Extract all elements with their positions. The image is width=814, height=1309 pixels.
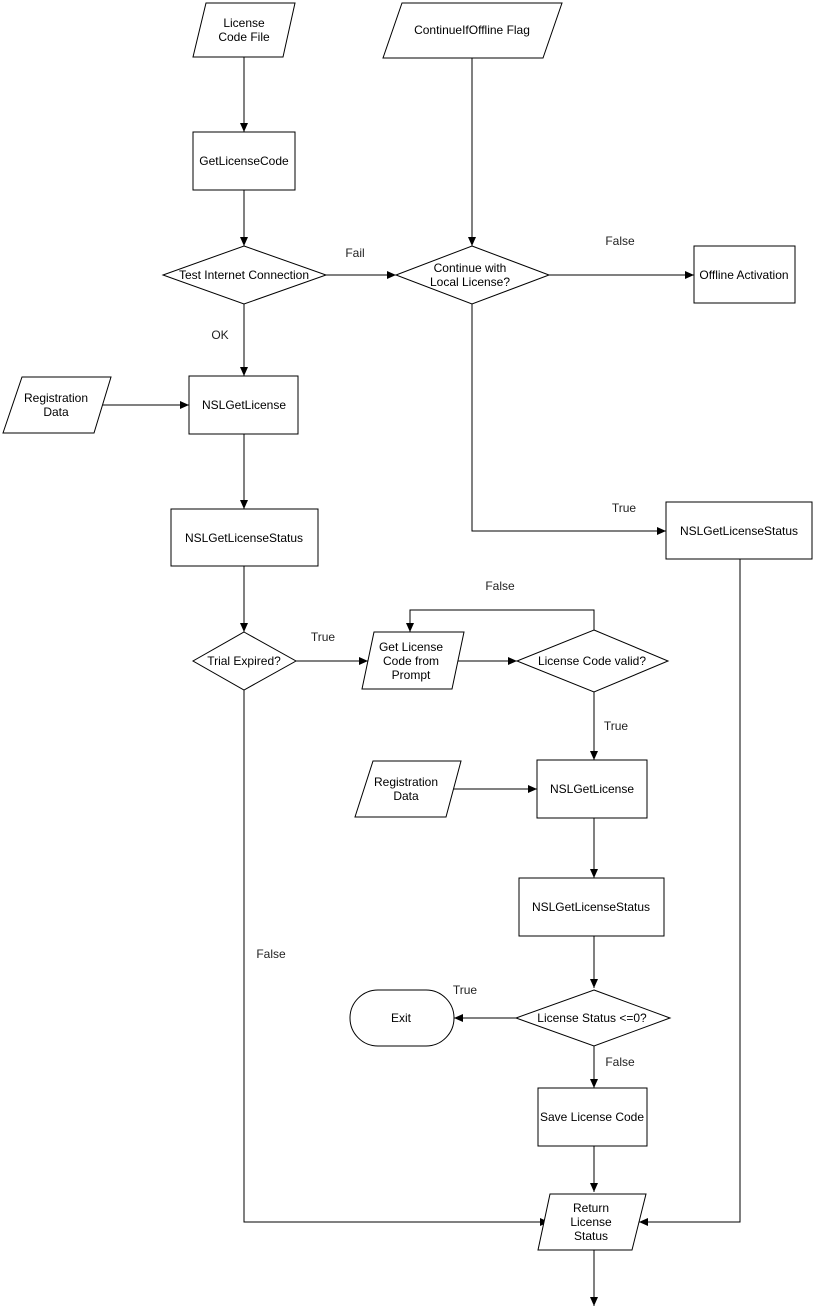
return-license-status-shape (537, 1193, 647, 1251)
edge-label-fail: Fail (345, 246, 364, 260)
edge-label-false-retry: False (485, 579, 515, 593)
exit-shape (349, 989, 455, 1047)
edge-continue-statusright (471, 304, 666, 535)
continue-with-local-license-shape (394, 245, 551, 305)
trial-expired-shape (191, 631, 298, 691)
label-line: Return (573, 1201, 609, 1215)
label-line: Get License (379, 640, 443, 654)
label-line: Code File (218, 30, 270, 44)
nsl-get-license-status-2-label: NSLGetLicenseStatus (532, 900, 650, 914)
nsl-get-license-status-2-shape (518, 877, 665, 937)
edge-valid-retry (406, 609, 595, 632)
label-line: License Status <=0? (537, 1011, 647, 1025)
label-line: ContinueIfOffline Flag (414, 23, 530, 37)
label-line: Status (574, 1229, 608, 1243)
label-line: Local License? (430, 275, 510, 289)
nsl-get-license-1-shape (188, 375, 299, 435)
edge-label-true-expired: True (311, 630, 336, 644)
edge-label-true-valid: True (604, 719, 629, 733)
continue-if-offline-flag-label: ContinueIfOffline Flag (414, 23, 530, 37)
label-line: License Code valid? (538, 654, 646, 668)
label-line: Continue with (434, 261, 507, 275)
label-line: NSLGetLicenseStatus (532, 900, 650, 914)
registration-data-1-shape (2, 376, 112, 434)
license-status-check-label: License Status <=0? (537, 1011, 647, 1025)
label-line: Save License Code (540, 1110, 644, 1124)
nsl-get-license-2-label: NSLGetLicense (550, 782, 634, 796)
nsl-get-license-status-1-shape (170, 508, 319, 567)
edge-label-true-exit: True (453, 983, 478, 997)
get-license-code-label: GetLicenseCode (199, 154, 289, 168)
registration-data-2-shape (354, 760, 462, 818)
license-status-check-shape (514, 989, 672, 1047)
get-license-code-shape (192, 131, 296, 191)
edge-label-ok: OK (211, 328, 228, 342)
license-code-valid-label: License Code valid? (538, 654, 646, 668)
license-code-file-shape (192, 2, 296, 58)
label-line: Data (393, 789, 419, 803)
edge-trial-return (243, 690, 549, 1226)
connectors (96, 57, 741, 1306)
label-line: Registration (374, 775, 438, 789)
save-license-code-label: Save License Code (540, 1110, 644, 1124)
label-line: Exit (391, 1011, 412, 1025)
edge-label-false-offline: False (605, 234, 635, 248)
test-internet-connection-shape (161, 245, 328, 305)
label-line: NSLGetLicenseStatus (680, 524, 798, 538)
label-line: NSLGetLicenseStatus (185, 531, 303, 545)
label-line: NSLGetLicense (202, 398, 286, 412)
trial-expired-label: Trial Expired? (207, 654, 281, 668)
continue-if-offline-flag-shape (382, 2, 563, 59)
nsl-get-license-status-1-label: NSLGetLicenseStatus (185, 531, 303, 545)
exit-label: Exit (391, 1011, 412, 1025)
save-license-code-shape (537, 1087, 648, 1147)
label-line: Offline Activation (699, 268, 788, 282)
license-code-valid-shape (515, 629, 670, 693)
edge-label-false-save: False (605, 1055, 635, 1069)
edge-labels: Fail False OK True False True True False… (211, 234, 636, 1069)
test-internet-connection-label: Test Internet Connection (179, 268, 309, 282)
label-line: NSLGetLicense (550, 782, 634, 796)
edge-label-true-local: True (612, 501, 637, 515)
label-line: Registration (24, 391, 88, 405)
offline-activation-shape (693, 245, 796, 304)
shapes (2, 2, 813, 1251)
label-line: Prompt (392, 668, 431, 682)
label-line: Test Internet Connection (179, 268, 309, 282)
label-line: Code from (383, 654, 439, 668)
label-line: Data (43, 405, 69, 419)
nsl-get-license-1-label: NSLGetLicense (202, 398, 286, 412)
label-line: License (570, 1215, 612, 1229)
offline-activation-label: Offline Activation (699, 268, 788, 282)
get-license-code-from-prompt-shape (361, 631, 465, 690)
label-line: GetLicenseCode (199, 154, 289, 168)
nsl-get-license-status-right-shape (665, 501, 813, 560)
label-line: Trial Expired? (207, 654, 281, 668)
edge-label-false-not-expired: False (256, 947, 286, 961)
nsl-get-license-2-shape (536, 759, 648, 819)
label-line: License (223, 16, 265, 30)
nsl-get-license-status-right-label: NSLGetLicenseStatus (680, 524, 798, 538)
edge-statusright-return (639, 559, 741, 1226)
